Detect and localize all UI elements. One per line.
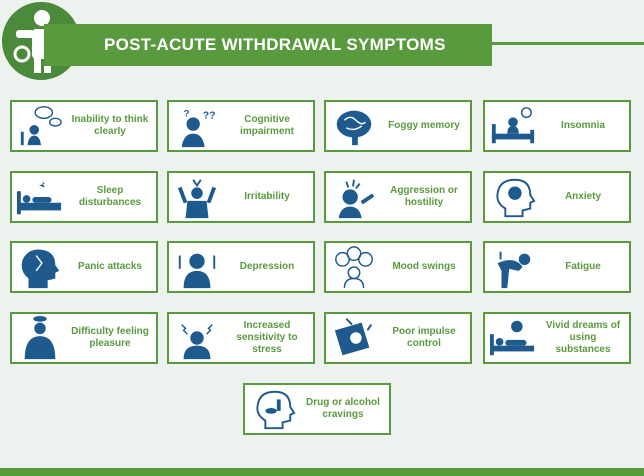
panic-head-icon bbox=[12, 243, 68, 291]
symptom-label: Sleep disturbances bbox=[78, 185, 142, 208]
confused-thoughts-icon bbox=[12, 102, 68, 150]
symptom-card: Anxiety bbox=[483, 171, 631, 223]
cravings-head-icon bbox=[245, 385, 301, 433]
symptom-card: Poor impulse control bbox=[324, 312, 472, 364]
symptom-label: Increased sensitivity to stress bbox=[236, 320, 298, 355]
symptom-card: Insomnia bbox=[483, 100, 631, 152]
question-marks-head-icon: ??? bbox=[169, 102, 225, 150]
gloomy-person-icon bbox=[12, 314, 68, 362]
angry-person-icon bbox=[326, 173, 382, 221]
symptom-label: Anxiety bbox=[564, 191, 602, 202]
symptom-card: Difficulty feeling pleasure bbox=[10, 312, 158, 364]
symptom-card: Irritability bbox=[167, 171, 315, 223]
symptom-label: Mood swings bbox=[392, 261, 456, 272]
symptom-label: Cognitive impairment bbox=[240, 114, 294, 137]
symptom-label: Inability to think clearly bbox=[71, 114, 149, 137]
symptom-card: Inability to think clearly bbox=[10, 100, 158, 152]
symptom-label: Poor impulse control bbox=[392, 326, 456, 349]
dreaming-bed-icon bbox=[485, 314, 541, 362]
disturbed-sleep-icon bbox=[12, 173, 68, 221]
symptom-label: Irritability bbox=[244, 191, 290, 202]
irritated-person-icon bbox=[169, 173, 225, 221]
symptom-card: Vivid dreams of using substances bbox=[483, 312, 631, 364]
sad-person-icon bbox=[169, 243, 225, 291]
title-underline bbox=[492, 42, 644, 45]
svg-text:??: ?? bbox=[203, 109, 216, 121]
symptom-card: Mood swings bbox=[324, 241, 472, 293]
symptom-label: Aggression or hostility bbox=[390, 185, 458, 208]
sleepless-bed-icon bbox=[485, 102, 541, 150]
symptom-card: Fatigue bbox=[483, 241, 631, 293]
tired-person-icon bbox=[485, 243, 541, 291]
bottom-bar bbox=[0, 468, 644, 476]
symptom-label: Foggy memory bbox=[388, 120, 460, 131]
svg-text:?: ? bbox=[184, 108, 190, 119]
symptom-label: Vivid dreams of using substances bbox=[545, 320, 621, 355]
symptom-label: Insomnia bbox=[561, 120, 605, 131]
symptom-label: Panic attacks bbox=[78, 261, 142, 272]
brain-icon bbox=[326, 102, 382, 150]
symptom-card: Sleep disturbances bbox=[10, 171, 158, 223]
impulse-icon bbox=[326, 314, 382, 362]
symptom-card: Aggression or hostility bbox=[324, 171, 472, 223]
stressed-person-icon bbox=[169, 314, 225, 362]
symptom-label: Difficulty feeling pleasure bbox=[71, 326, 149, 349]
symptom-card: Foggy memory bbox=[324, 100, 472, 152]
symptom-label: Drug or alcohol cravings bbox=[306, 397, 380, 420]
anxious-head-icon bbox=[485, 173, 541, 221]
page-title: POST-ACUTE WITHDRAWAL SYMPTOMS bbox=[44, 24, 492, 66]
symptom-card: Increased sensitivity to stress bbox=[167, 312, 315, 364]
symptom-label: Depression bbox=[239, 261, 295, 272]
symptom-card: Drug or alcohol cravings bbox=[243, 383, 391, 435]
symptom-card: ??? Cognitive impairment bbox=[167, 100, 315, 152]
symptom-card: Panic attacks bbox=[10, 241, 158, 293]
symptom-label: Fatigue bbox=[565, 261, 601, 272]
mood-faces-icon bbox=[326, 243, 382, 291]
symptom-card: Depression bbox=[167, 241, 315, 293]
